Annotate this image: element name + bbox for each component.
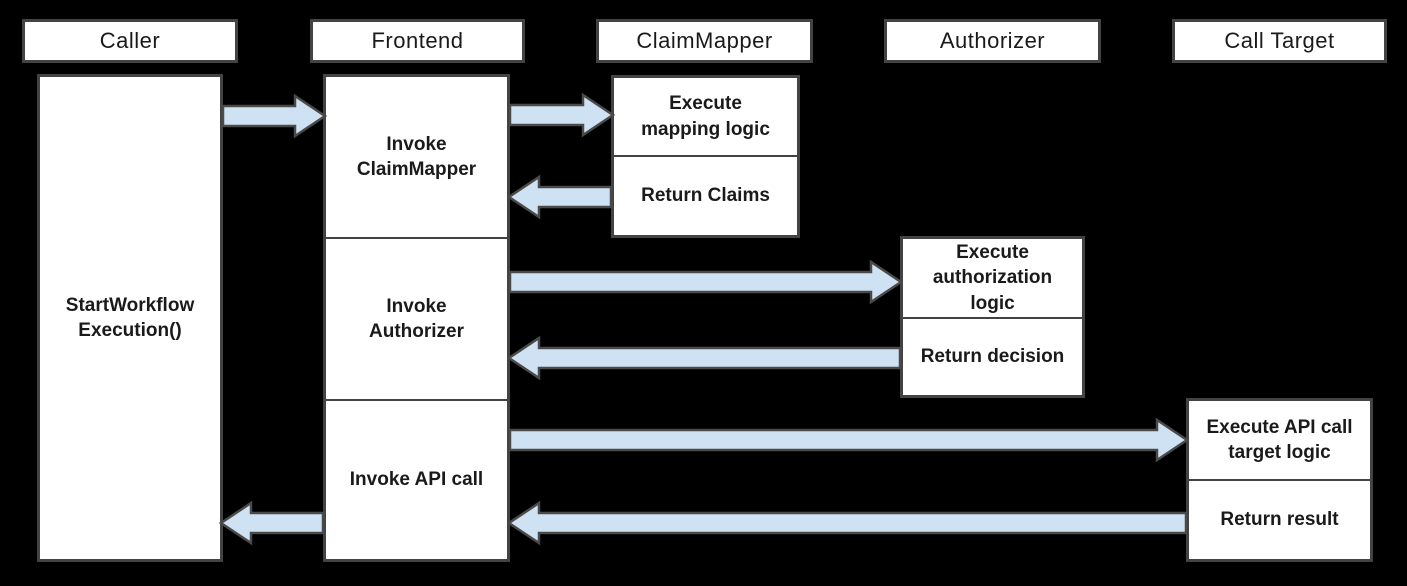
activation-call-target: Execute API call target logic Return res…	[1186, 398, 1373, 562]
activation-caller: StartWorkflow Execution()	[37, 74, 223, 562]
arrow-call-target-return-result	[506, 500, 1188, 546]
arrow-frontend-to-claimmapper	[508, 92, 616, 138]
arrow-authorizer-return-decision	[506, 335, 902, 381]
arrow-caller-to-frontend	[221, 93, 328, 139]
activation-frontend: Invoke ClaimMapper Invoke Authorizer Inv…	[323, 74, 510, 562]
arrow-claimmapper-return-claims	[506, 174, 613, 220]
label-start-workflow-execution: StartWorkflow Execution()	[65, 294, 195, 341]
label-return-claims: Return Claims	[614, 155, 797, 235]
label-return-result: Return result	[1189, 479, 1370, 559]
activation-authorizer: Execute authorization logic Return decis…	[900, 236, 1085, 398]
label-execute-mapping-logic: Execute mapping logic	[641, 93, 770, 140]
label-invoke-authorizer: Invoke Authorizer	[326, 237, 507, 399]
label-invoke-api-call: Invoke API call	[326, 399, 507, 559]
actor-header-call-target: Call Target	[1172, 19, 1387, 63]
actor-header-authorizer: Authorizer	[884, 19, 1101, 63]
label-execute-api-call-target-logic: Execute API call target logic	[1206, 416, 1353, 463]
label-return-decision: Return decision	[903, 317, 1082, 395]
activation-claimmapper: Execute mapping logic Return Claims	[611, 75, 800, 238]
arrow-frontend-to-caller	[218, 500, 325, 546]
actor-header-frontend: Frontend	[310, 19, 525, 63]
label-execute-authorization-logic: Execute authorization logic	[932, 242, 1053, 314]
arrow-frontend-to-call-target	[508, 417, 1190, 463]
actor-header-claimmapper: ClaimMapper	[596, 19, 813, 63]
arrow-frontend-to-authorizer	[508, 259, 904, 305]
label-invoke-claimmapper: Invoke ClaimMapper	[356, 133, 477, 180]
actor-header-caller: Caller	[22, 19, 238, 63]
